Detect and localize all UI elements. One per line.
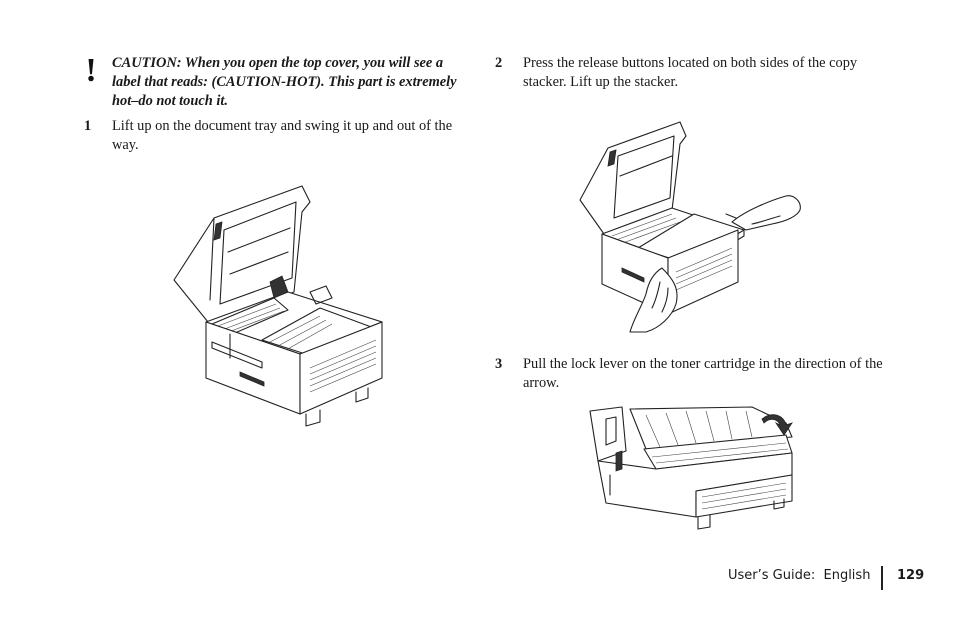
exclamation-icon: ! <box>85 52 97 89</box>
copy-stacker-release-illustration <box>579 121 801 333</box>
step-3-text: Pull the lock lever on the toner cartrid… <box>523 356 883 391</box>
step-3-number: 3 <box>495 356 503 372</box>
printer-tray-open-illustration <box>173 185 383 427</box>
page-number: 129 <box>897 568 925 583</box>
step-2-text: Press the release buttons located on bot… <box>523 55 858 90</box>
step-2-number: 2 <box>495 55 503 71</box>
caution-text: CAUTION: When you open the top cover, yo… <box>112 55 457 109</box>
footer-guide-label: User’s Guide: English <box>728 568 871 583</box>
step-1-text: Lift up on the document tray and swing i… <box>112 118 453 153</box>
footer-separator <box>881 566 883 590</box>
step-1-number: 1 <box>84 118 92 134</box>
toner-lock-lever-illustration <box>589 406 793 530</box>
